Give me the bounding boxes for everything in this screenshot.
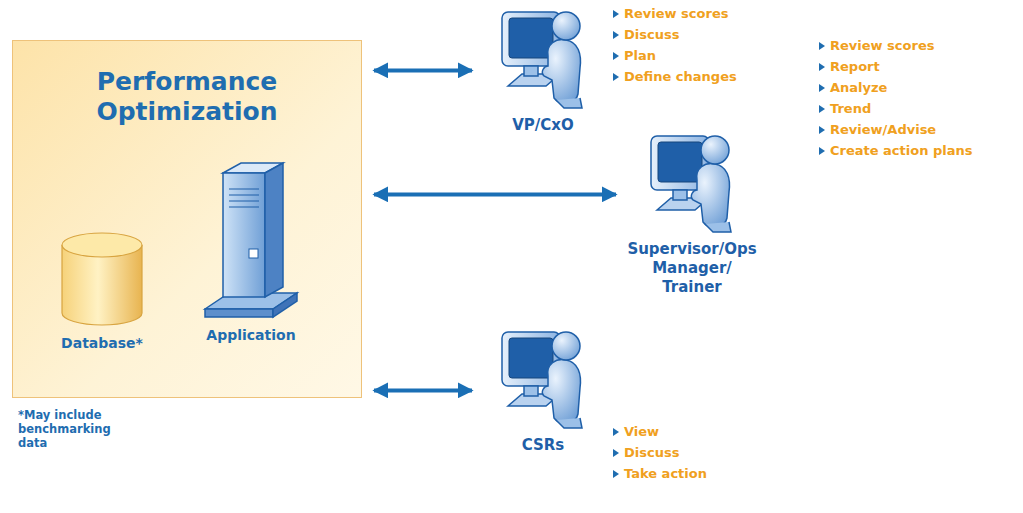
person-at-computer	[647, 132, 737, 236]
double-arrow	[374, 388, 472, 392]
role-label: Supervisor/Ops Manager/ Trainer	[620, 240, 764, 297]
task-bullet: Discuss	[612, 445, 679, 461]
user-workstation: CSRs	[476, 328, 610, 455]
task-bullet: Review scores	[818, 38, 934, 54]
task-bullet: Report	[818, 59, 880, 75]
footnote: *May include benchmarking data	[18, 408, 118, 450]
task-bullet: Review scores	[612, 6, 728, 22]
role-label: VP/CxO	[476, 116, 610, 135]
server-tower	[201, 159, 301, 319]
user-workstation: Supervisor/Ops Manager/ Trainer	[620, 132, 764, 297]
person-at-computer	[498, 328, 588, 432]
task-bullet: Create action plans	[818, 143, 973, 159]
task-bullet: Plan	[612, 48, 656, 64]
person-at-computer	[498, 8, 588, 112]
double-arrow	[374, 68, 472, 72]
double-arrow	[374, 192, 616, 196]
task-bullet: Discuss	[612, 27, 679, 43]
part-label: Application	[189, 327, 313, 343]
task-bullet: View	[612, 424, 659, 440]
panel-title: Performance Optimization	[23, 67, 351, 127]
part-label: Database*	[45, 335, 159, 351]
user-workstation: VP/CxO	[476, 8, 610, 135]
optimization-panel: Performance OptimizationDatabase* Applica…	[12, 40, 362, 398]
database-node: Database*	[45, 227, 159, 351]
task-bullet: Trend	[818, 101, 871, 117]
task-bullet: Define changes	[612, 69, 737, 85]
database-cylinder	[58, 227, 146, 327]
role-label: CSRs	[476, 436, 610, 455]
task-bullet: Take action	[612, 466, 707, 482]
application-node: Application	[189, 159, 313, 343]
task-bullet: Review/Advise	[818, 122, 936, 138]
task-bullet: Analyze	[818, 80, 887, 96]
